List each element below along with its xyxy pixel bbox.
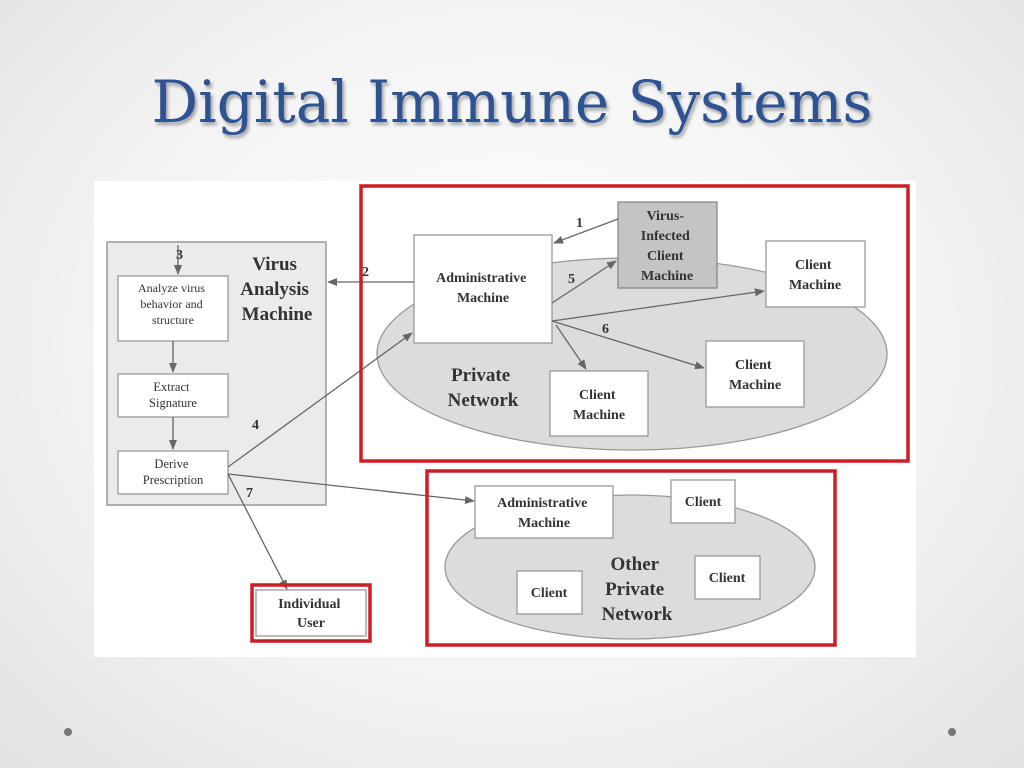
arrow-to-client-3 — [555, 324, 587, 370]
admin-machine-label: Administrative Machine — [436, 271, 530, 306]
step-6-label: 6 — [602, 322, 609, 337]
client-machine-label-3: Client Machine — [573, 388, 625, 423]
other-client-box-3 — [516, 570, 583, 615]
individual-user-box — [255, 589, 367, 637]
individual-user-label: Individual User — [278, 597, 344, 631]
arrow-6 — [551, 320, 705, 370]
other-admin-machine-box — [474, 485, 614, 539]
digital-immune-system-diagram: Virus Analysis Machine Analyze virus beh… — [94, 181, 916, 657]
arrow-to-other-admin — [227, 473, 475, 504]
step-2-label: 2 — [362, 265, 369, 280]
highlight-other-private-network — [425, 469, 837, 647]
client-machine-label-2: Client Machine — [729, 358, 781, 393]
right-bullet-dot — [948, 728, 956, 736]
arrow-4 — [227, 332, 413, 468]
virus-analysis-machine-label: Virus Analysis Machine — [240, 254, 313, 325]
analyze-virus-label: Analyze virus behavior and structure — [138, 281, 208, 327]
private-network-label: Private Network — [448, 365, 519, 411]
arrow-1 — [553, 218, 619, 244]
step-5-label: 5 — [568, 272, 575, 287]
client-machine-label-1: Client Machine — [789, 258, 841, 293]
other-client-label-1: Client — [685, 495, 722, 510]
derive-prescription-box — [117, 450, 229, 495]
admin-machine-box — [413, 234, 553, 344]
extract-signature-label: Extract Signature — [149, 380, 197, 410]
highlight-individual-user — [250, 583, 372, 643]
arrow-7 — [227, 473, 288, 590]
other-private-network-label: Other Private Network — [602, 554, 673, 625]
other-client-box-2 — [694, 555, 761, 600]
other-admin-machine-label: Administrative Machine — [497, 496, 591, 531]
virus-infected-client-box — [617, 201, 718, 289]
other-client-label-3: Client — [531, 586, 568, 601]
client-machine-box-2 — [705, 340, 805, 408]
highlight-private-network — [359, 184, 910, 463]
derive-prescription-label: Derive Prescription — [143, 457, 204, 487]
step-4-label: 4 — [252, 418, 259, 433]
other-client-box-1 — [670, 479, 736, 524]
arrow-to-client-1 — [551, 288, 765, 322]
step-7-label: 7 — [246, 486, 253, 501]
step-3-label: 3 — [176, 248, 183, 263]
virus-infected-client-label: Virus- Infected Client Machine — [641, 209, 694, 284]
slide-title: Digital Immune Systems — [151, 68, 873, 136]
client-machine-box-3 — [549, 370, 649, 437]
client-machine-box-1 — [765, 240, 866, 308]
other-client-label-2: Client — [709, 571, 746, 586]
step-1-label: 1 — [576, 216, 583, 231]
arrow-5 — [551, 260, 617, 304]
left-bullet-dot — [64, 728, 72, 736]
